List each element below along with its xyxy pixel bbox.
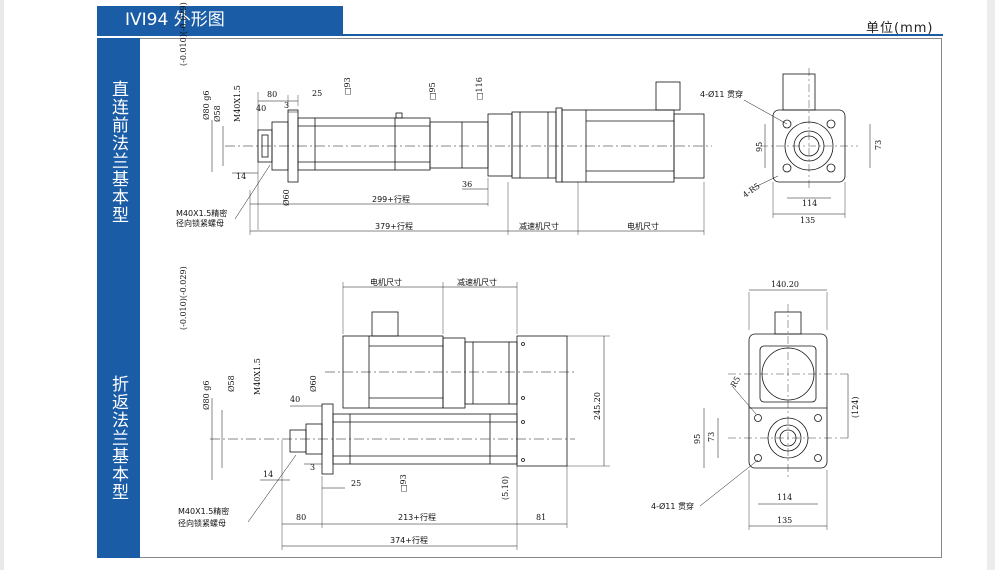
top-dia-80: Ø80 g6	[202, 91, 211, 121]
top-stroke-299: 299+行程	[372, 194, 410, 204]
bottom-stroke-374: 374+行程	[390, 535, 428, 545]
top-end-95: 95	[755, 142, 764, 152]
top-dim-3: 3	[284, 101, 289, 110]
top-note-line1: M40X1.5精密	[176, 208, 227, 218]
bottom-end-140-20: 140.20	[771, 280, 799, 289]
bottom-dim-81: 81	[536, 513, 546, 522]
top-dim-80: 80	[267, 90, 277, 99]
bottom-height-245-20: 245.20	[593, 392, 602, 420]
bottom-dim-5-10: (5.10)	[501, 476, 510, 500]
page-title: IVI94 外形图	[97, 6, 343, 34]
bottom-dia-80: Ø80 g6	[202, 381, 211, 411]
bottom-end-73: 73	[707, 432, 716, 442]
top-side-view	[211, 81, 712, 235]
bottom-m40: M40X1.5	[253, 358, 262, 395]
top-dim-25: 25	[312, 89, 322, 98]
bottom-dia-58: Ø58	[227, 375, 236, 392]
bottom-end-135: 135	[777, 516, 792, 525]
top-tolerance: (-0.010)(-0.029)	[179, 2, 188, 66]
bottom-end-114: 114	[777, 493, 792, 502]
top-stroke-379: 379+行程	[375, 221, 413, 231]
bottom-note-line2: 径向锁紧螺母	[178, 518, 226, 528]
top-end-view	[743, 68, 871, 218]
top-end-73: 73	[874, 140, 883, 150]
top-reducer-size: 减速机尺寸	[519, 221, 559, 231]
bottom-dim-25: 25	[351, 479, 361, 488]
bottom-motor-size: 电机尺寸	[370, 277, 402, 287]
top-sq-93: □93	[343, 77, 352, 95]
top-end-135: 135	[800, 216, 815, 225]
right-frame-strip	[987, 0, 995, 570]
top-note-line2: 径向锁紧螺母	[176, 218, 224, 228]
top-end-r5: 4-R5	[741, 181, 762, 199]
top-dim-40: 40	[256, 104, 266, 113]
bottom-note-line1: M40X1.5精密	[178, 506, 229, 516]
bottom-end-r5: R5	[729, 375, 742, 389]
top-dia-58: Ø58	[213, 105, 222, 122]
top-sq-116: □116	[475, 77, 484, 100]
bottom-reducer-size: 减速机尺寸	[457, 277, 497, 287]
top-motor-size: 电机尺寸	[627, 221, 659, 231]
bottom-end-view	[699, 289, 850, 530]
bottom-tolerance: (-0.010)(-0.029)	[179, 266, 188, 330]
bottom-dim-3: 3	[310, 463, 315, 472]
unit-label: 单位(mm)	[866, 21, 934, 36]
top-dia-60: Ø60	[282, 189, 291, 206]
bottom-end-124: (124)	[851, 396, 860, 418]
top-m40: M40X1.5	[233, 85, 242, 122]
bottom-side-view	[210, 282, 610, 550]
top-dim-36: 36	[462, 180, 472, 189]
bottom-dim-80: 80	[296, 513, 306, 522]
bottom-dim-14: 14	[263, 470, 273, 479]
top-end-holes: 4-Ø11 贯穿	[700, 89, 743, 99]
section-label-bottom: 折返法兰基本型	[108, 375, 128, 501]
section-sidebar	[97, 38, 140, 558]
section-label-top: 直连前法兰基本型	[108, 80, 128, 224]
bottom-end-holes: 4-Ø11 贯穿	[651, 501, 694, 511]
top-sq-95: □95	[428, 82, 437, 100]
bottom-stroke-213: 213+行程	[398, 512, 436, 522]
bottom-dia-60: Ø60	[309, 375, 318, 392]
bottom-sq-93: □93	[399, 474, 408, 492]
top-dim-14: 14	[236, 172, 246, 181]
title-underline	[97, 34, 943, 36]
top-end-114: 114	[802, 199, 817, 208]
left-frame-strip	[0, 0, 4, 570]
bottom-end-95: 95	[693, 434, 702, 444]
drawing-panel	[97, 38, 942, 558]
bottom-dim-40: 40	[290, 395, 300, 404]
